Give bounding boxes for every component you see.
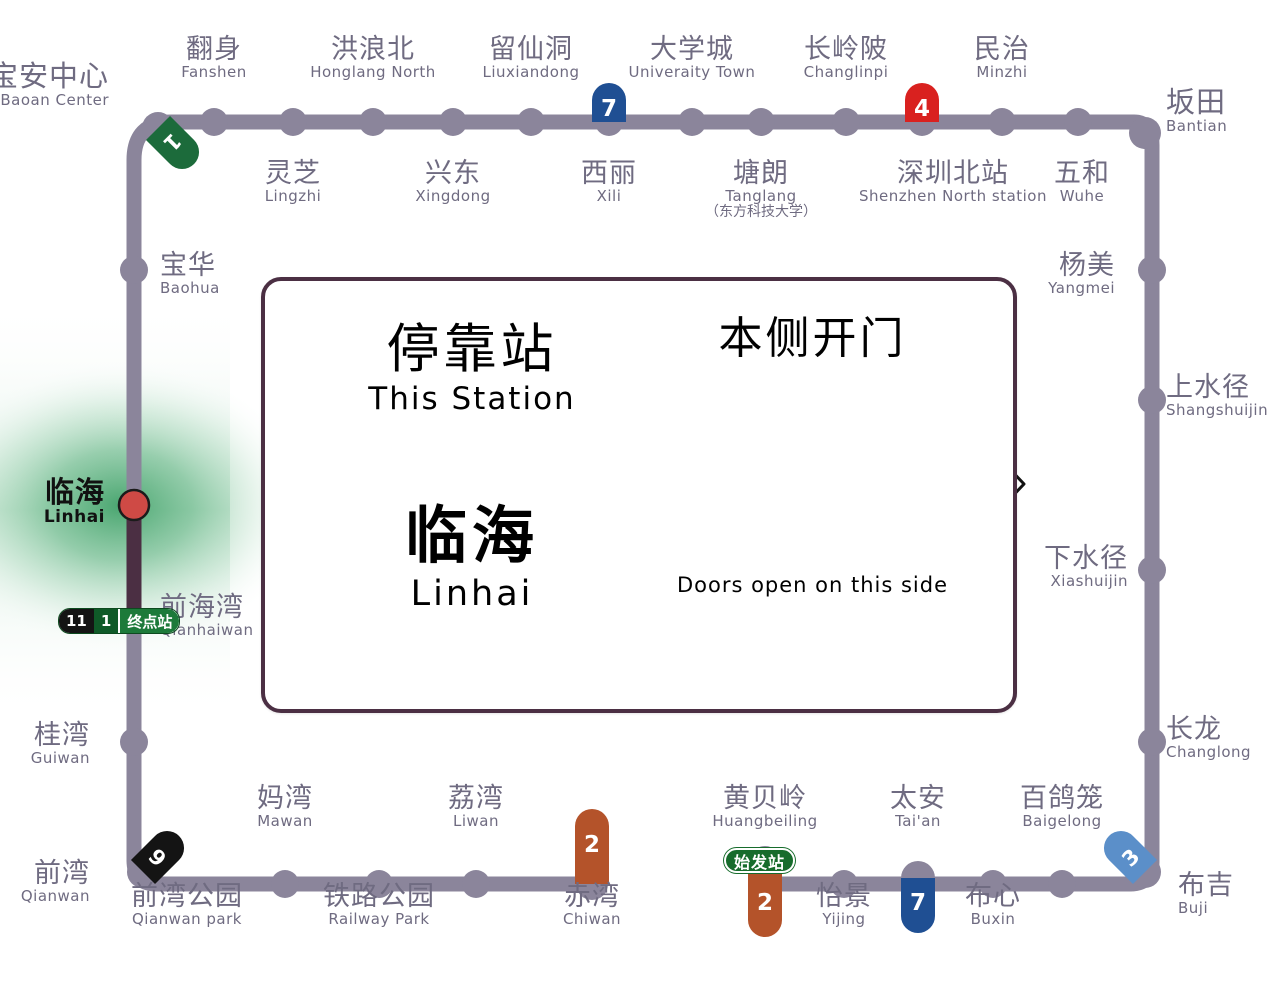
- this-station-info-panel: 停靠站 This Station 临海 Linhai 本侧开门 Doors op…: [261, 277, 1017, 713]
- line3-badge-buji: 3: [1103, 830, 1158, 885]
- this-station-text-block: 停靠站 This Station 临海 Linhai: [307, 319, 637, 615]
- huangbeiling-origin-tag: 始发站: [724, 848, 796, 873]
- current-station-name-block: 临海 Linhai: [307, 502, 637, 614]
- line7-badge-xili: 7: [592, 83, 626, 122]
- door-side-block: 本侧开门 Doors open on this side: [640, 313, 985, 598]
- line2-badge-huangbeiling: 2: [748, 862, 782, 937]
- doors-open-label-en: Doors open on this side: [676, 573, 949, 598]
- line4-badge-shenzhen-north: 4: [905, 83, 939, 122]
- line7-badge-taian: 7: [901, 878, 935, 933]
- svg-text:2: 2: [757, 890, 773, 916]
- line9-badge-qianwan-park: 9: [130, 830, 185, 885]
- door-art-spacer: [640, 377, 985, 567]
- current-station-name-en: Linhai: [410, 573, 534, 614]
- this-station-label-en: This Station: [368, 381, 576, 418]
- this-station-label-cn: 停靠站: [386, 319, 558, 380]
- svg-text:2: 2: [584, 832, 600, 858]
- line1-badge-baoan-center: 1: [145, 115, 200, 170]
- current-station-glow: [0, 300, 310, 720]
- line1-chip: 1: [93, 609, 119, 633]
- line11-chip: 11: [59, 609, 94, 633]
- this-station-heading: 停靠站 This Station: [307, 319, 637, 418]
- current-station-name-cn: 临海: [404, 499, 539, 573]
- interchange-markers: 1 9 3 7 4: [130, 83, 1158, 937]
- terminus-chip: 终点站: [118, 609, 180, 633]
- current-station-dot: [117, 488, 151, 522]
- svg-text:7: 7: [910, 890, 926, 916]
- doors-open-label-cn: 本侧开门: [718, 313, 907, 364]
- qianhaiwan-transfer-tag: 11 1 终点站: [58, 608, 181, 634]
- line2-badge-chiwan: 2: [575, 809, 609, 884]
- svg-text:7: 7: [601, 96, 617, 122]
- svg-text:4: 4: [914, 96, 930, 122]
